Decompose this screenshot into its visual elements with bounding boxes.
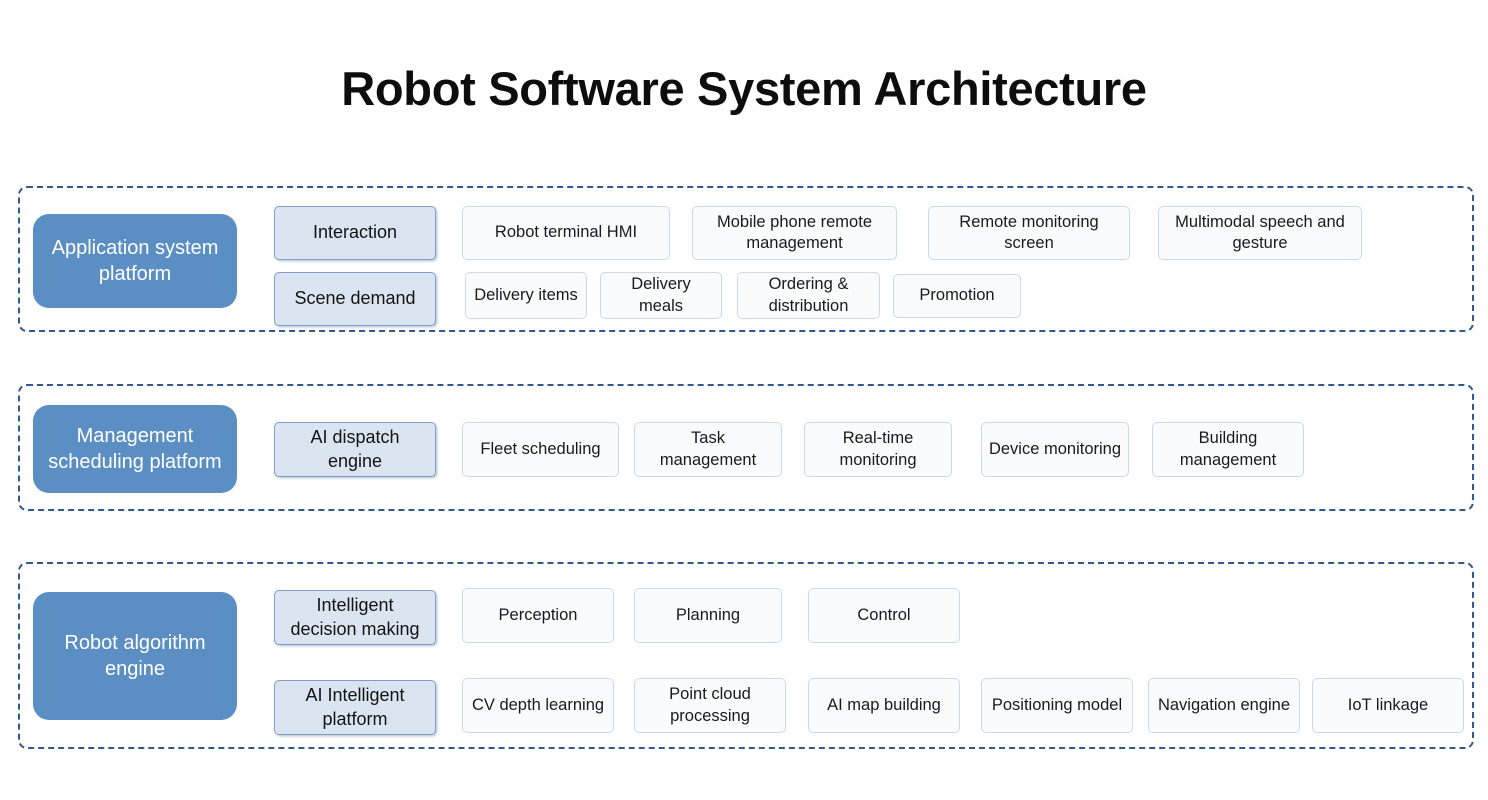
category-box-intelligent-decision-making: Intelligent decision making: [274, 590, 436, 645]
item-box-delivery-items: Delivery items: [465, 272, 587, 319]
page-title: Robot Software System Architecture: [341, 62, 1147, 115]
item-box-point-cloud-processing: Point cloud processing: [634, 678, 786, 733]
item-box-iot-linkage: IoT linkage: [1312, 678, 1464, 733]
item-box-delivery-meals: Delivery meals: [600, 272, 722, 319]
item-box-device-monitoring: Device monitoring: [981, 422, 1129, 477]
item-box-remote-monitoring-screen: Remote monitoring screen: [928, 206, 1130, 260]
item-box-cv-depth-learning: CV depth learning: [462, 678, 614, 733]
item-box-multimodal-speech-and-gesture: Multimodal speech and gesture: [1158, 206, 1362, 260]
item-box-ai-map-building: AI map building: [808, 678, 960, 733]
item-box-real-time-monitoring: Real-time monitoring: [804, 422, 952, 477]
item-box-ordering-distribution: Ordering & distribution: [737, 272, 880, 319]
category-box-interaction: Interaction: [274, 206, 436, 260]
item-box-task-management: Task management: [634, 422, 782, 477]
item-box-promotion: Promotion: [893, 274, 1021, 318]
item-box-planning: Planning: [634, 588, 782, 643]
item-box-control: Control: [808, 588, 960, 643]
item-box-navigation-engine: Navigation engine: [1148, 678, 1300, 733]
item-box-fleet-scheduling: Fleet scheduling: [462, 422, 619, 477]
category-box-ai-intelligent-platform: AI Intelligent platform: [274, 680, 436, 735]
item-box-perception: Perception: [462, 588, 614, 643]
item-box-building-management: Building management: [1152, 422, 1304, 477]
item-box-positioning-model: Positioning model: [981, 678, 1133, 733]
category-box-scene-demand: Scene demand: [274, 272, 436, 326]
item-box-robot-terminal-hmi: Robot terminal HMI: [462, 206, 670, 260]
platform-box-application-system-platform: Application system platform: [33, 214, 237, 308]
item-box-mobile-phone-remote-management: Mobile phone remote management: [692, 206, 897, 260]
platform-box-management-scheduling-platform: Management scheduling platform: [33, 405, 237, 493]
platform-box-robot-algorithm-engine: Robot algorithm engine: [33, 592, 237, 720]
category-box-ai-dispatch-engine: AI dispatch engine: [274, 422, 436, 477]
